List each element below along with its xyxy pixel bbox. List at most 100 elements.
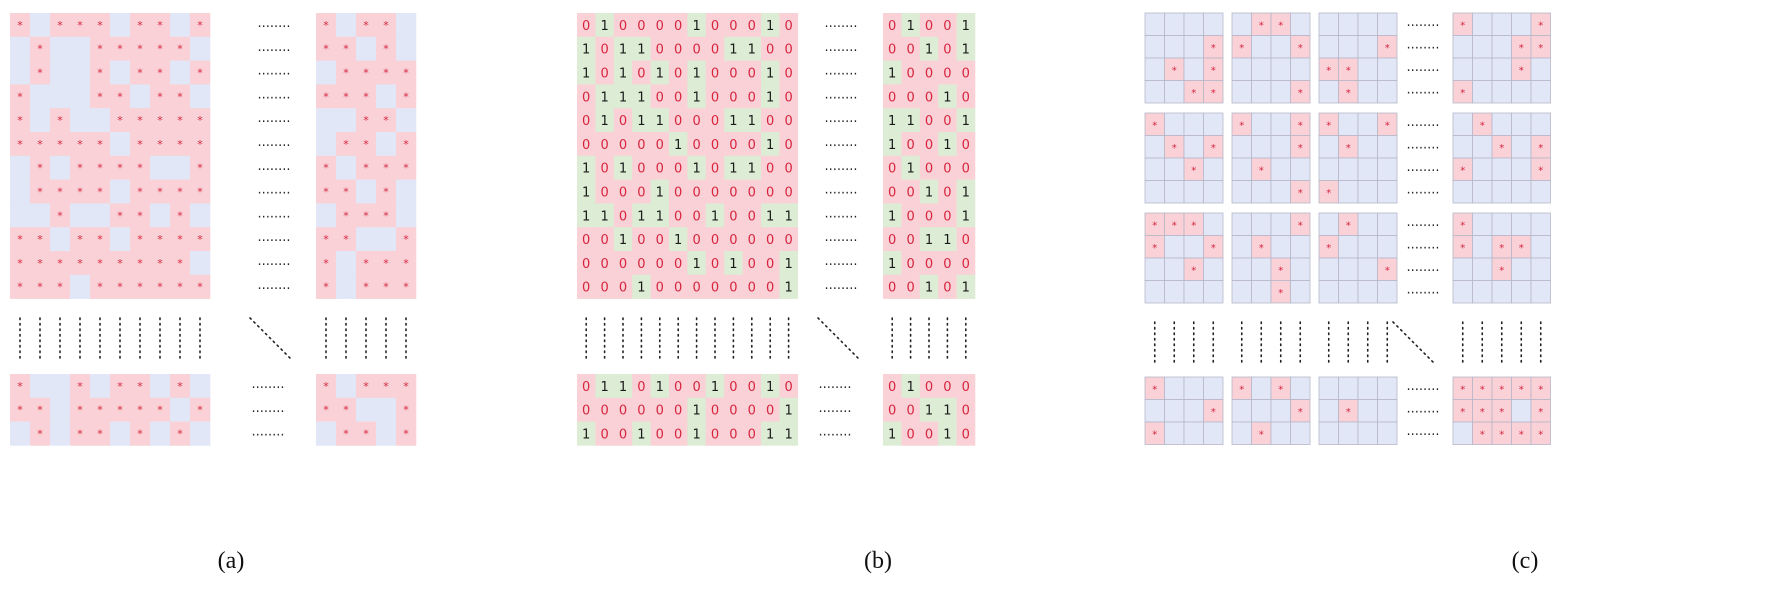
c-block-top_right-0-star: *	[1460, 88, 1465, 99]
c-block-top_right-1-star: *	[1460, 165, 1465, 176]
a-top-right-grid-star: *	[323, 281, 329, 294]
panel-a: ****************************************…	[0, 0, 560, 604]
b-bottom-left-grid-digit: 0	[784, 380, 792, 395]
a-bottom-left-grid-cell	[90, 374, 111, 399]
c-block-top_mid2-1-cell	[1357, 180, 1378, 204]
a-top-left-grid-cell	[110, 60, 131, 85]
a-top-left-grid-cell	[130, 203, 151, 228]
b-top-left-grid-digit: 0	[711, 67, 719, 82]
a-top-left-grid-cell	[30, 274, 51, 299]
a-top-left-grid-cell	[90, 60, 111, 85]
a-top-right-grid-star: *	[383, 162, 389, 175]
b-top-right-grid-cell	[938, 36, 957, 61]
c-row-ellipsis: ........	[1406, 115, 1439, 130]
a-top-right-grid-star: *	[363, 90, 369, 103]
b-top-right-grid-cell	[901, 108, 921, 133]
b-bottom-right-grid-cell	[938, 421, 957, 446]
a-top-left-grid-star: *	[37, 43, 43, 56]
b-top-left-grid-digit: 0	[748, 138, 756, 153]
a-top-right-grid-cell	[316, 60, 337, 85]
c-block-top_mid2-1-star: *	[1326, 188, 1331, 199]
b-top-left-grid-digit: 0	[729, 209, 737, 224]
b-bottom-left-grid-cell	[632, 397, 651, 422]
a-top-left-grid-cell	[170, 251, 191, 276]
a-top-left-grid-star: *	[177, 186, 183, 199]
b-row-ellipsis: ........	[818, 401, 851, 416]
b-top-left-grid-digit: 0	[582, 138, 590, 153]
a-top-right-grid-cell	[376, 155, 397, 180]
c-block-top_mid1-2-cell	[1251, 280, 1272, 304]
b-top-right-grid-cell	[938, 227, 957, 252]
c-block-top_mid1-1-cell	[1270, 180, 1291, 204]
b-bottom-left-grid-digit: 1	[692, 428, 700, 443]
b-top-left-grid-digit: 0	[784, 67, 792, 82]
a-bottom-left-grid-cell	[90, 421, 111, 446]
c-block-top_mid1-1-cell	[1270, 157, 1291, 181]
c-block-bottom-mid2-cell	[1318, 376, 1339, 400]
a-top-right-grid-cell	[356, 60, 377, 85]
b-top-left-grid-cell	[650, 108, 670, 133]
a-bottom-left-grid-cell	[10, 421, 31, 446]
b-top-left-grid-digit: 1	[582, 43, 590, 58]
b-top-left-grid-digit: 0	[637, 233, 645, 248]
b-top-right-grid-cell	[901, 84, 921, 109]
b-top-left-grid-cell	[650, 60, 670, 85]
c-block-top_mid1-2-star: *	[1298, 220, 1303, 231]
a-bottom-left-grid-star: *	[137, 428, 143, 441]
a-top-right-grid-cell	[356, 132, 377, 157]
a-top-left-grid-cell	[170, 36, 191, 61]
a-top-left-grid-star: *	[57, 257, 63, 270]
a-top-left-grid-star: *	[37, 186, 43, 199]
a-bottom-right-grid-star: *	[363, 428, 369, 441]
a-top-right-grid-star: *	[343, 43, 349, 56]
b-top-left-grid-cell	[724, 251, 743, 276]
b-top-right-grid-cell	[901, 155, 921, 180]
b-top-left-grid-cell	[577, 60, 596, 85]
b-top-right-grid-cell	[901, 274, 921, 299]
a-top-left-grid-star: *	[117, 114, 123, 127]
a-top-right-grid-star: *	[343, 209, 349, 222]
b-top-right-grid-cell	[938, 60, 957, 85]
c-row-ellipsis: ........	[1406, 83, 1439, 98]
c-block-top_right-1-cell	[1472, 135, 1493, 159]
a-top-left-grid-star: *	[137, 281, 143, 294]
b-top-right-grid-cell	[883, 132, 902, 157]
c-block-bottom-right-star: *	[1519, 429, 1524, 440]
b-bottom-left-grid-cell	[577, 397, 596, 422]
b-bottom-left-grid-cell	[687, 374, 707, 399]
b-top-left-grid-digit: 0	[637, 186, 645, 201]
b-top-right-grid-cell	[883, 13, 902, 38]
b-bottom-right-grid-cell	[901, 374, 921, 399]
c-block-top_right-0-cell	[1511, 12, 1532, 36]
a-bottom-right-grid-cell	[336, 421, 357, 446]
b-top-right-grid-cell	[883, 251, 902, 276]
a-top-right-grid-cell	[336, 108, 357, 133]
b-top-left-grid-cell	[632, 60, 651, 85]
a-bottom-right-grid-star: *	[363, 380, 369, 393]
c-block-top_mid1-0-cell	[1251, 80, 1272, 104]
a-top-left-grid-cell	[10, 155, 31, 180]
a-row-ellipsis: ........	[251, 401, 284, 416]
b-top-right-grid-cell	[919, 108, 939, 133]
b-top-left-grid-cell	[669, 84, 688, 109]
c-block-top_mid1-1-star: *	[1298, 143, 1303, 154]
c-block-top_mid1-2-star: *	[1259, 243, 1264, 254]
c-row-ellipsis: ........	[1406, 424, 1439, 439]
a-top-left-grid-cell	[130, 251, 151, 276]
a-top-right-grid-cell	[396, 179, 417, 204]
a-top-left-grid-cell	[70, 155, 91, 180]
a-bottom-left-grid-star: *	[77, 380, 83, 393]
a-top-right-grid-star: *	[363, 138, 369, 151]
a-bottom-left-grid-cell	[110, 421, 131, 446]
c-block-top_left-0-cell	[1183, 12, 1204, 36]
c-block-top_mid1-0-cell	[1270, 80, 1291, 104]
a-top-right-grid-cell	[376, 132, 397, 157]
a-top-left-grid-star: *	[37, 281, 43, 294]
a-top-left-grid-star: *	[97, 162, 103, 175]
b-top-left-grid-cell	[724, 132, 743, 157]
b-top-left-grid-digit: 0	[674, 43, 682, 58]
c-block-top_mid1-2-cell	[1231, 280, 1252, 304]
a-bottom-left-grid-cell	[130, 374, 151, 399]
a-top-left-grid-cell	[190, 179, 211, 204]
